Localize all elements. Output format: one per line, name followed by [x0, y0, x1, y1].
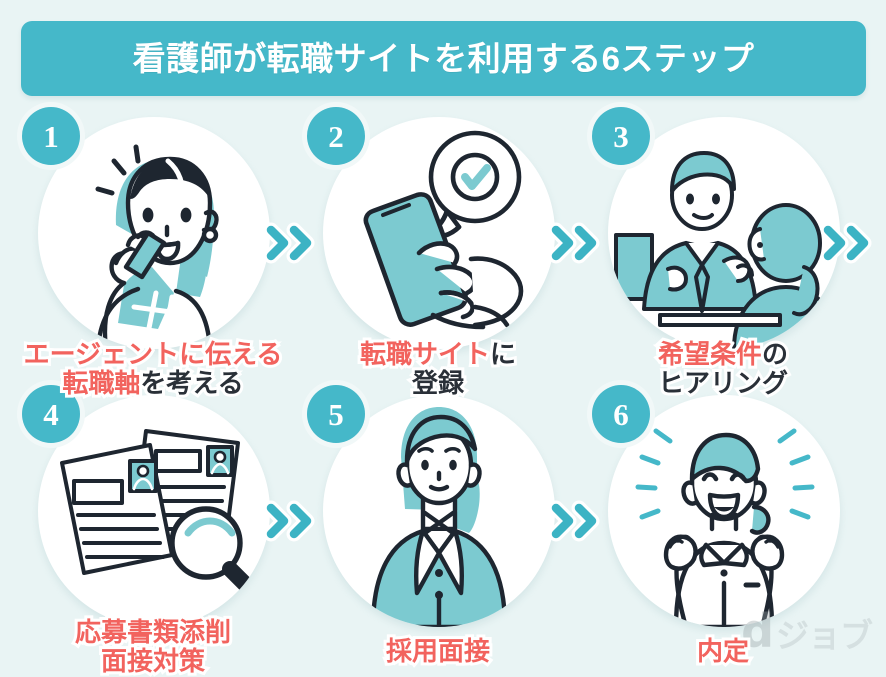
woman-in-suit-icon	[323, 395, 555, 627]
logo-mark: d	[741, 604, 774, 659]
woman-on-phone-icon	[38, 117, 270, 349]
double-chevron-right-icon	[263, 216, 319, 270]
step-card-6[interactable]: 6 内定	[580, 383, 866, 669]
double-chevron-right-icon	[820, 216, 876, 270]
step-number-badge-5: 5	[307, 385, 365, 443]
step-illustration-disc-1	[38, 117, 270, 349]
logo-wordmark: ジョブ	[776, 617, 873, 654]
step-card-4[interactable]: 4 応募書類添削 面接対策	[10, 383, 296, 677]
djob-logo[interactable]: d ジョブ	[741, 604, 873, 659]
double-chevron-right-icon	[548, 494, 604, 548]
happy-nurse-icon	[608, 395, 840, 627]
step-number-badge-6: 6	[592, 385, 650, 443]
steps-grid: 1 エージェントに伝える 転職軸を考える	[0, 100, 886, 677]
step-number-2: 2	[328, 118, 344, 154]
step-illustration-disc-3	[608, 117, 840, 349]
step-number-badge-1: 1	[22, 107, 80, 165]
hand-smartphone-check-icon	[323, 117, 555, 349]
step-number-1: 1	[43, 118, 59, 154]
double-chevron-right-icon	[263, 494, 319, 548]
step-number-badge-2: 2	[307, 107, 365, 165]
double-chevron-right-icon	[548, 216, 604, 270]
step-number-badge-4: 4	[22, 385, 80, 443]
caption-line-1: 採用面接	[289, 634, 587, 670]
consultation-interview-icon	[608, 117, 840, 349]
step-number-6: 6	[613, 396, 629, 432]
infographic-canvas: 看護師が転職サイトを利用する6ステップ	[0, 21, 886, 677]
caption-seg: 面接対策	[98, 644, 208, 677]
step-number-badge-3: 3	[592, 107, 650, 165]
resume-documents-magnifier-icon	[38, 395, 270, 627]
step-card-2[interactable]: 2 転職サイトに 登録	[295, 105, 581, 401]
step-caption-5: 採用面接	[289, 634, 587, 670]
step-card-1[interactable]: 1 エージェントに伝える 転職軸を考える	[10, 105, 296, 401]
page-title: 看護師が転職サイトを利用する6ステップ	[132, 40, 755, 77]
title-banner: 看護師が転職サイトを利用する6ステップ	[21, 21, 866, 96]
step-number-3: 3	[613, 118, 629, 154]
step-illustration-disc-2	[323, 117, 555, 349]
caption-line-2: 面接対策	[4, 644, 302, 677]
step-illustration-disc-6	[608, 395, 840, 627]
step-card-5[interactable]: 5 採用面接	[295, 383, 581, 669]
step-number-5: 5	[328, 396, 344, 432]
step-illustration-disc-5	[323, 395, 555, 627]
step-illustration-disc-4	[38, 395, 270, 627]
step-number-4: 4	[43, 396, 59, 432]
